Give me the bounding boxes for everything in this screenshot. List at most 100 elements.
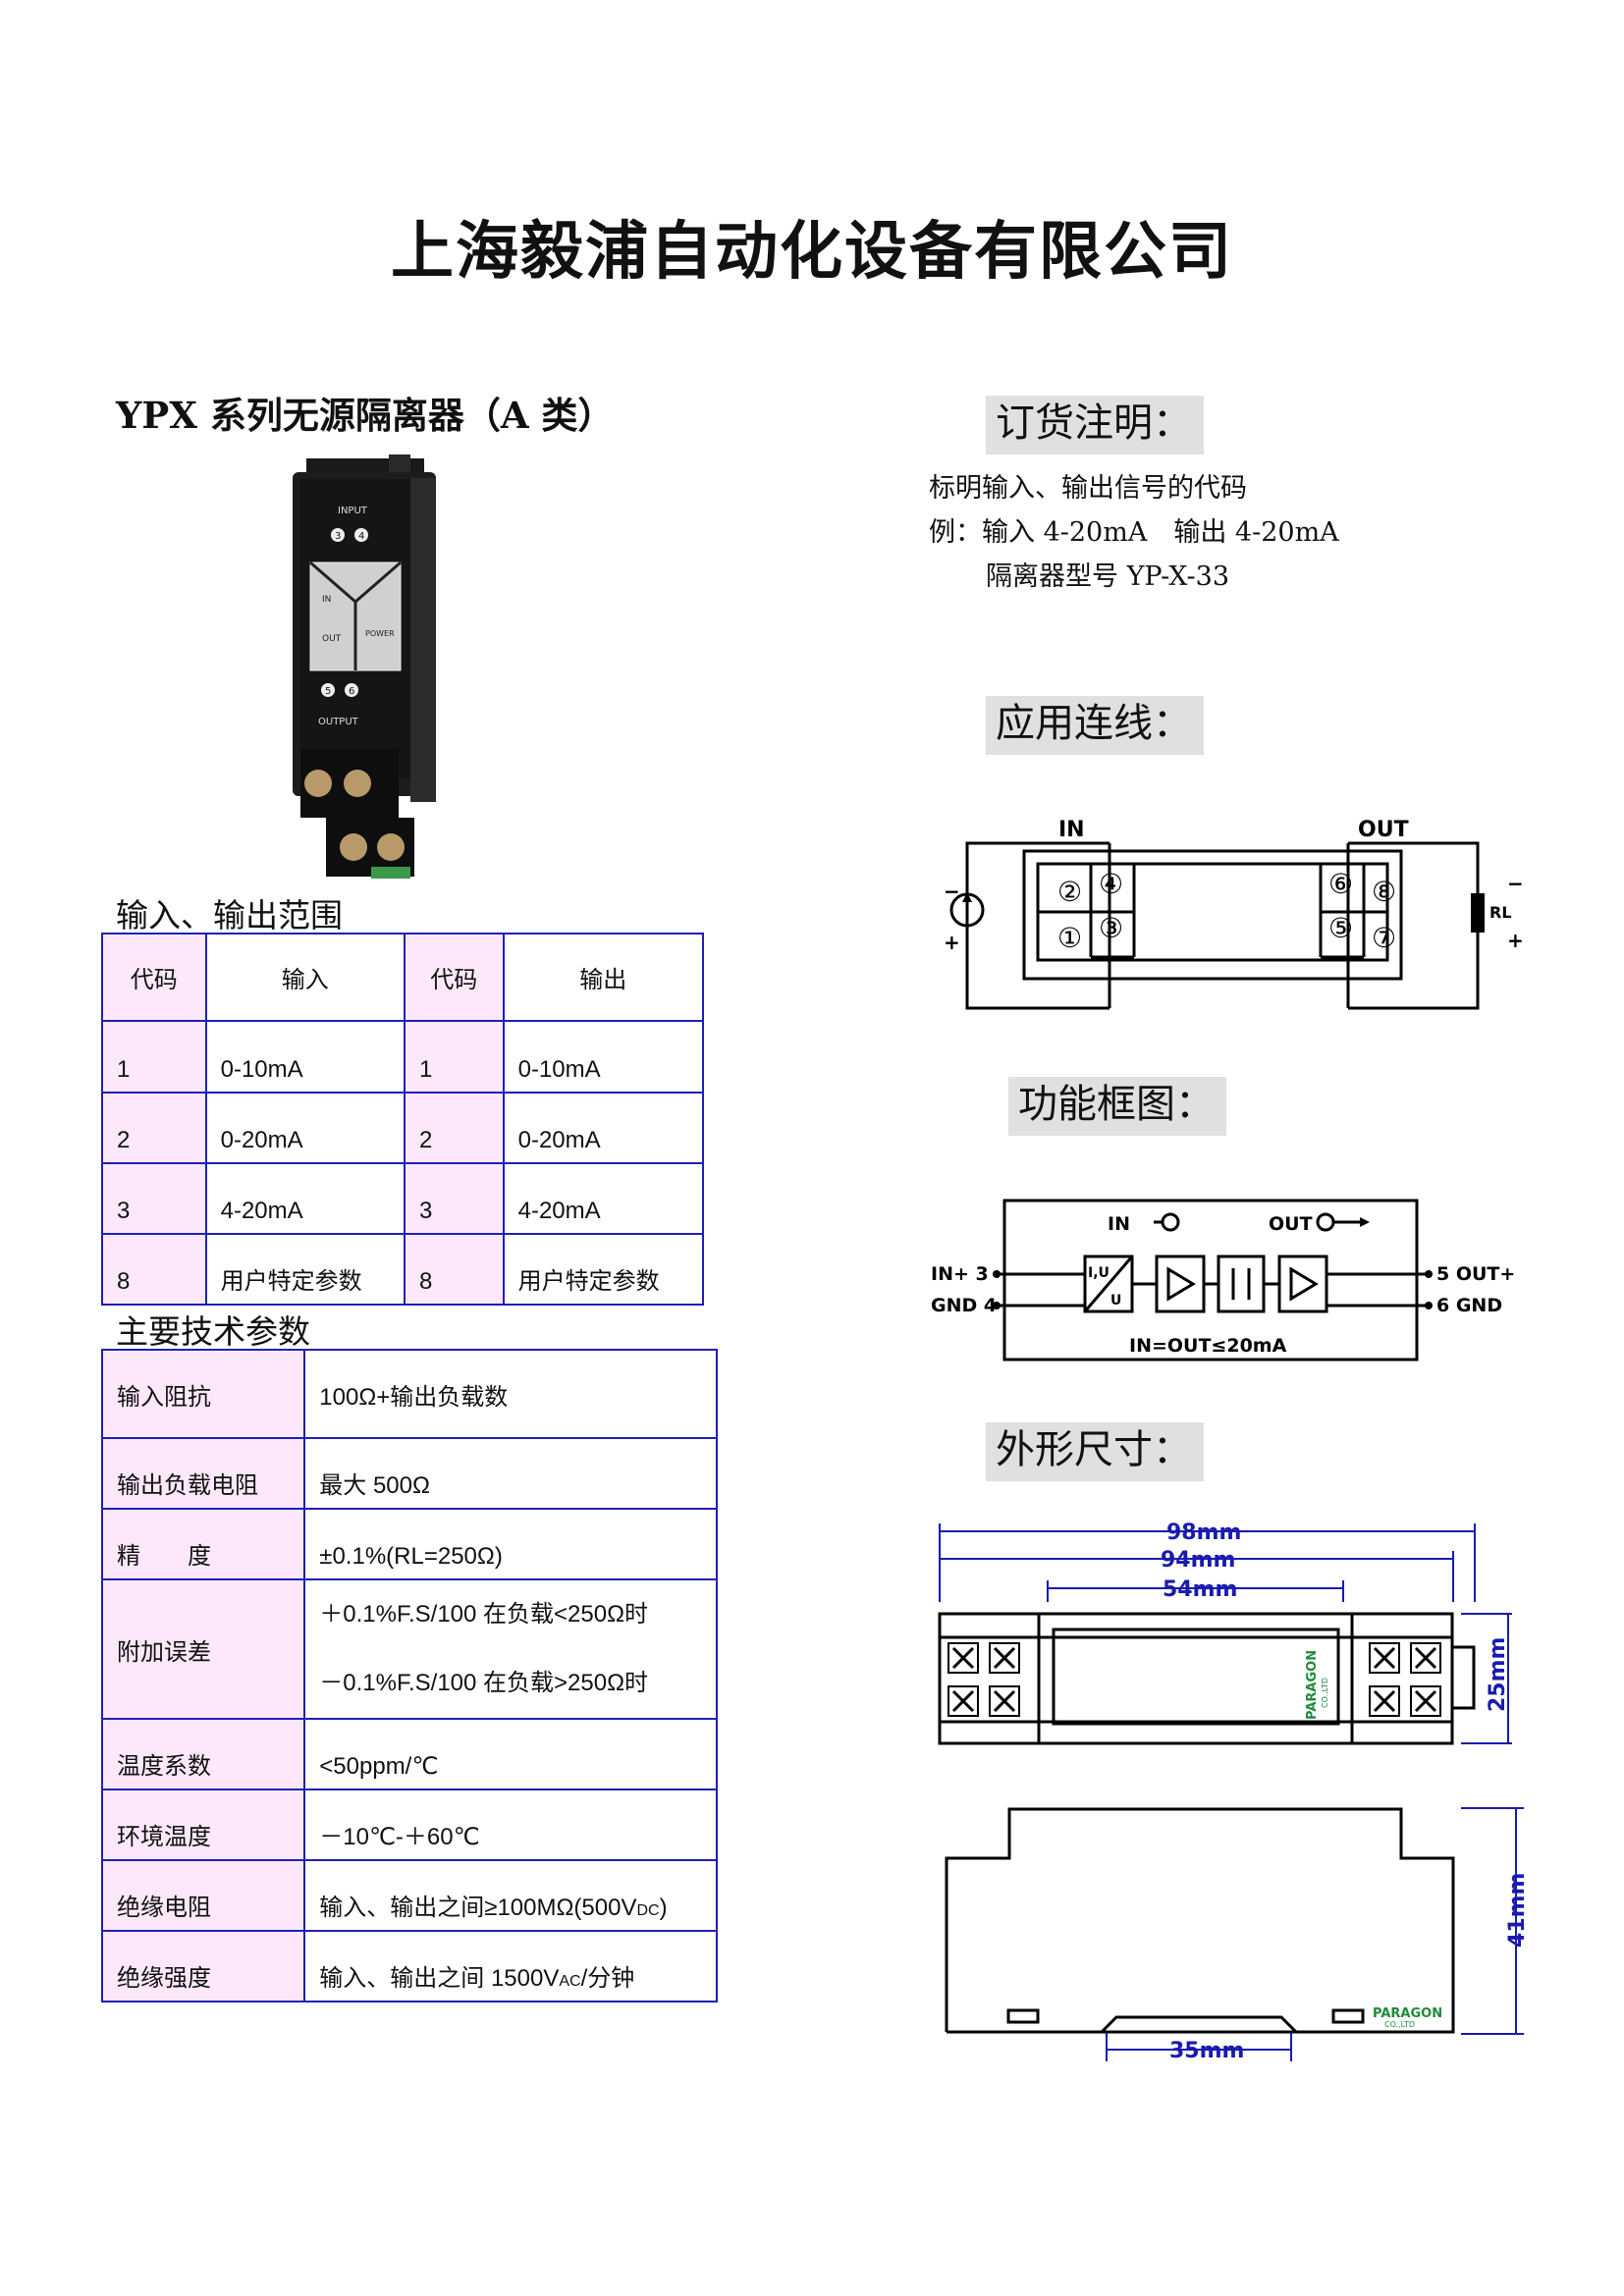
spec-table-heading: 主要技术参数 xyxy=(116,1312,310,1351)
photo-terminal-4: 4 xyxy=(358,531,364,542)
block-in-plus: IN+ 3 xyxy=(931,1263,989,1285)
wiring-out-label: OUT xyxy=(1358,818,1409,842)
spec-value: 100Ω+输出负载数 xyxy=(303,1349,718,1439)
wiring-heading: 应用连线： xyxy=(986,696,1204,755)
table-row: 8 用户特定参数 8 用户特定参数 xyxy=(101,1233,705,1306)
spec-name: 附加误差 xyxy=(100,1578,306,1720)
ordering-line-3: 隔离器型号 YP-X-33 xyxy=(986,561,1229,592)
io-input: 0-10mA xyxy=(204,1020,406,1094)
wiring-terminal-8: ⑧ xyxy=(1372,876,1396,908)
io-output: 0-10mA xyxy=(502,1020,705,1094)
io-code-in: 1 xyxy=(101,1020,207,1094)
io-code-in: 8 xyxy=(101,1233,207,1306)
block-iu-label: I,U xyxy=(1088,1265,1110,1281)
spec-value-tail: ) xyxy=(659,1895,668,1921)
brand-logo-top: PARAGON xyxy=(1305,1650,1320,1720)
wiring-rl-label: RL xyxy=(1489,903,1512,922)
io-code-in: 2 xyxy=(101,1092,207,1164)
wiring-plus-right: + xyxy=(1507,929,1524,952)
spec-name: 环境温度 xyxy=(100,1789,306,1861)
photo-in-label: IN xyxy=(322,595,331,605)
table-row: 绝缘电阻 输入、输出之间≥100MΩ(500VDC) xyxy=(100,1859,718,1932)
block-out-plus: 5 OUT+ xyxy=(1436,1263,1515,1285)
ordering-heading: 订货注明： xyxy=(986,396,1204,454)
io-code-out: 1 xyxy=(403,1020,505,1094)
spec-value: 输入、输出之间≥100MΩ(500VDC) xyxy=(303,1859,718,1932)
wiring-terminal-4: ④ xyxy=(1099,868,1123,900)
table-row: 温度系数 <50ppm/℃ xyxy=(100,1718,718,1790)
io-input: 用户特定参数 xyxy=(204,1233,406,1306)
photo-terminal-5: 5 xyxy=(325,686,331,697)
block-out-top: OUT xyxy=(1269,1213,1313,1235)
photo-terminal-3: 3 xyxy=(335,531,341,542)
wiring-minus-left: − xyxy=(944,880,960,903)
dim-25: 25mm xyxy=(1486,1637,1510,1712)
io-output: 用户特定参数 xyxy=(502,1233,705,1306)
io-code-in: 3 xyxy=(101,1162,207,1235)
spec-name: 输入阻抗 xyxy=(100,1349,306,1439)
wiring-terminal-6: ⑥ xyxy=(1328,868,1353,900)
wiring-terminal-5: ⑤ xyxy=(1328,912,1353,944)
brand-sub-top: CO.,LTD xyxy=(1321,1678,1329,1708)
spec-value-main: 输入、输出之间≥100MΩ(500V xyxy=(319,1895,637,1921)
spec-table: 输入阻抗 100Ω+输出负载数 输出负载电阻 最大 500Ω 精 度 ±0.1%… xyxy=(100,1349,718,2002)
photo-input-label: INPUT xyxy=(338,506,368,516)
table-row: 附加误差 ＋0.1%F.S/100 在负载<250Ω时 －0.1%F.S/100… xyxy=(100,1578,718,1720)
brand-sub-bottom: CO.,LTD xyxy=(1384,2020,1415,2029)
spec-name: 输出负载电阻 xyxy=(100,1437,306,1510)
io-input: 0-20mA xyxy=(204,1092,406,1164)
io-header-code-in: 代码 xyxy=(101,933,207,1022)
spec-name: 绝缘强度 xyxy=(100,1930,306,2002)
dim-94: 94mm xyxy=(1161,1548,1235,1573)
spec-value-line-2: －0.1%F.S/100 在负载>250Ω时 xyxy=(319,1670,649,1696)
spec-value: 输入、输出之间 1500VAC/分钟 xyxy=(303,1930,718,2002)
spec-value-line-1: ＋0.1%F.S/100 在负载<250Ω时 xyxy=(319,1601,649,1628)
io-range-table: 代码 输入 代码 输出 1 0-10mA 1 0-10mA 2 0-20mA 2… xyxy=(101,933,705,1306)
spec-value-main: 输入、输出之间 1500V xyxy=(319,1965,560,1992)
spec-value: －10℃-＋60℃ xyxy=(303,1789,718,1861)
spec-name: 绝缘电阻 xyxy=(100,1859,306,1932)
table-row: 输入阻抗 100Ω+输出负载数 xyxy=(100,1349,718,1439)
wiring-minus-right: − xyxy=(1507,872,1524,895)
dimension-drawing: 98mm 94mm 54mm 25mm 41mm 35mm PARAGON CO… xyxy=(938,1521,1530,2061)
wiring-in-label: IN xyxy=(1058,818,1085,842)
io-output: 4-20mA xyxy=(502,1162,705,1235)
table-row: 输出负载电阻 最大 500Ω xyxy=(100,1437,718,1510)
spec-value: ＋0.1%F.S/100 在负载<250Ω时 －0.1%F.S/100 在负载>… xyxy=(303,1578,718,1720)
table-row: 绝缘强度 输入、输出之间 1500VAC/分钟 xyxy=(100,1930,718,2002)
dimensions-heading: 外形尺寸： xyxy=(986,1422,1204,1481)
product-title: YPX 系列无源隔离器（A 类） xyxy=(116,394,615,437)
wiring-terminal-7: ⑦ xyxy=(1372,922,1396,954)
company-title: 上海毅浦自动化设备有限公司 xyxy=(391,215,1233,289)
block-in-top: IN xyxy=(1108,1213,1130,1235)
io-header-code-out: 代码 xyxy=(403,933,505,1022)
spec-value-tail: /分钟 xyxy=(580,1965,635,1992)
block-u-label: U xyxy=(1110,1293,1121,1308)
block-gnd-in: GND 4 xyxy=(931,1295,997,1316)
spec-value: ±0.1%(RL=250Ω) xyxy=(303,1508,718,1580)
table-row: 2 0-20mA 2 0-20mA xyxy=(101,1092,705,1164)
ordering-notes: 标明输入、输出信号的代码 例：输入 4-20mA 输出 4-20mA 隔离器型号… xyxy=(929,466,1339,599)
io-output: 0-20mA xyxy=(502,1092,705,1164)
wiring-plus-left: + xyxy=(944,931,960,954)
spec-name: 精 度 xyxy=(100,1508,306,1580)
io-input: 4-20mA xyxy=(204,1162,406,1235)
spec-name: 温度系数 xyxy=(100,1718,306,1790)
dim-41: 41mm xyxy=(1505,1873,1530,1948)
photo-power-label: POWER xyxy=(365,629,395,638)
block-diagram: IN OUT IN+ 3 GND 4 5 OUT+ 6 GND I,U U IN… xyxy=(931,1199,1515,1362)
table-row: 精 度 ±0.1%(RL=250Ω) xyxy=(100,1508,718,1580)
wiring-terminal-1: ① xyxy=(1057,922,1082,954)
table-row: 环境温度 －10℃-＋60℃ xyxy=(100,1789,718,1861)
block-gnd-out: 6 GND xyxy=(1436,1295,1502,1316)
ordering-line-1: 标明输入、输出信号的代码 xyxy=(929,473,1247,504)
block-diagram-heading: 功能框图： xyxy=(1008,1077,1226,1136)
spec-value-sub: DC xyxy=(636,1902,660,1919)
photo-output-label: OUTPUT xyxy=(318,717,359,727)
dim-54: 54mm xyxy=(1163,1577,1237,1602)
spec-value: <50ppm/℃ xyxy=(303,1718,718,1790)
wiring-terminal-3: ③ xyxy=(1099,912,1123,944)
spec-value: 最大 500Ω xyxy=(303,1437,718,1510)
brand-logo-bottom: PARAGON xyxy=(1373,2006,1442,2021)
wiring-diagram: IN OUT ② ① ④ ③ ⑥ ⑤ ⑧ ⑦ RL − + − + xyxy=(944,818,1524,1010)
